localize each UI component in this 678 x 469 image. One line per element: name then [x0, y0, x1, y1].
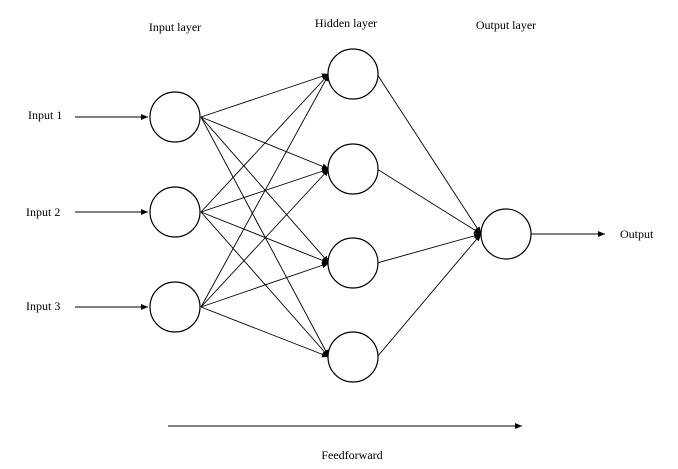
hidden-node-1	[327, 48, 379, 100]
output-layer-title: Output layer	[476, 18, 536, 32]
input-label-3: Input 3	[26, 299, 60, 313]
input-node-1	[149, 91, 201, 143]
input-node-3	[149, 281, 201, 333]
input-node-2	[149, 186, 201, 238]
input-hidden-connections	[200, 73, 330, 358]
input-label-1: Input 1	[28, 108, 62, 122]
hidden-node-2	[327, 143, 379, 195]
hidden-layer-title: Hidden layer	[315, 16, 377, 30]
hidden-node-3	[327, 237, 379, 289]
hidden-node-4	[327, 331, 379, 383]
input-label-2: Input 2	[26, 205, 60, 219]
hidden-output-connections	[376, 73, 482, 358]
input-layer-title: Input layer	[149, 20, 201, 34]
output-label: Output	[620, 227, 654, 241]
output-node	[480, 208, 532, 260]
feedforward-label: Feedforward	[321, 448, 382, 462]
